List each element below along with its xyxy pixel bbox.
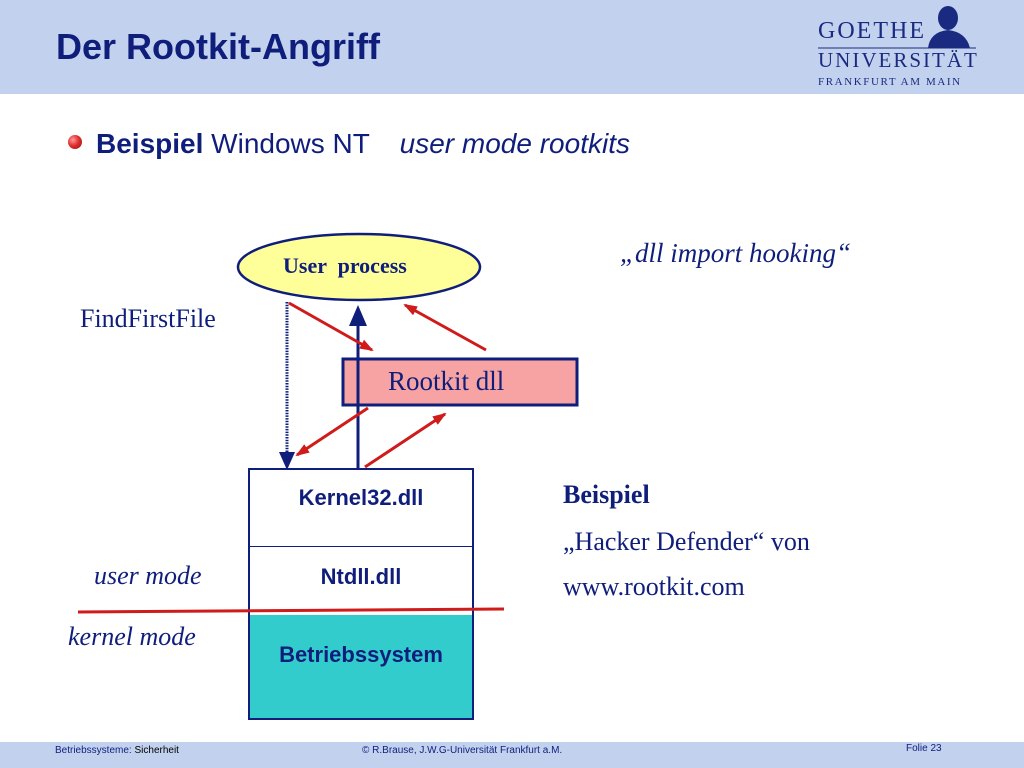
goethe-portrait-icon bbox=[928, 6, 970, 48]
hook-arrow-1 bbox=[288, 301, 374, 352]
layer-stack: Kernel32.dll Ntdll.dll Betriebssystem bbox=[248, 468, 474, 720]
hook-arrow-3 bbox=[295, 406, 369, 457]
footer-course-label: Betriebssysteme: bbox=[55, 745, 135, 756]
svg-text:UNIVERSITÄT: UNIVERSITÄT bbox=[818, 48, 979, 72]
bullet-icon bbox=[68, 134, 82, 149]
footer-course: Betriebssysteme: Sicherheit bbox=[55, 745, 179, 756]
hook-arrow-4 bbox=[364, 412, 447, 469]
user-process-ellipse bbox=[236, 232, 482, 302]
bullet-italic: user mode rootkits bbox=[399, 128, 630, 159]
hook-arrow-2 bbox=[403, 303, 487, 352]
slide-title: Der Rootkit-Angriff bbox=[56, 26, 380, 67]
dll-hooking-label: „dll import hooking“ bbox=[620, 238, 852, 268]
svg-text:GOETHE: GOETHE bbox=[818, 18, 926, 44]
ntdll-cell: Ntdll.dll bbox=[250, 547, 472, 615]
kernel32-label: Kernel32.dll bbox=[298, 485, 424, 510]
bullet-bold: Beispiel bbox=[96, 128, 204, 159]
down-arrowhead-icon bbox=[279, 452, 295, 470]
user-process-label: User process bbox=[283, 253, 407, 278]
bullet-normal: Windows NT bbox=[211, 128, 370, 159]
rootkit-dll-box bbox=[341, 357, 579, 407]
os-label: Betriebssystem bbox=[279, 642, 443, 667]
footer-slide-number: Folie 23 bbox=[906, 743, 942, 754]
footer-copyright: © R.Brause, J.W.G-Universität Frankfurt … bbox=[362, 745, 563, 756]
kernel-mode-label: kernel mode bbox=[68, 622, 196, 651]
kernel32-cell: Kernel32.dll bbox=[250, 470, 472, 547]
user-mode-label: user mode bbox=[94, 561, 202, 590]
footer-bar: Betriebssysteme: Sicherheit © R.Brause, … bbox=[0, 742, 1024, 768]
svg-text:FRANKFURT AM MAIN: FRANKFURT AM MAIN bbox=[818, 76, 962, 88]
up-arrowhead-icon bbox=[349, 305, 367, 326]
ntdll-label: Ntdll.dll bbox=[320, 564, 402, 589]
example-line-2: www.rootkit.com bbox=[563, 572, 745, 601]
header-bar bbox=[0, 0, 1024, 94]
os-cell: Betriebssystem bbox=[250, 615, 472, 718]
mode-boundary-line bbox=[77, 607, 505, 614]
rootkit-dll-label: Rootkit dll bbox=[388, 366, 505, 396]
university-logo: GOETHE UNIVERSITÄT FRANKFURT AM MAIN bbox=[818, 6, 979, 88]
example-heading: Beispiel bbox=[563, 480, 650, 509]
find-first-file-label: FindFirstFile bbox=[80, 304, 216, 333]
bullet-line: Beispiel Windows NT user mode rootkits bbox=[68, 128, 630, 160]
example-line-1: „Hacker Defender“ von bbox=[563, 527, 810, 556]
footer-topic-label: Sicherheit bbox=[134, 745, 179, 756]
